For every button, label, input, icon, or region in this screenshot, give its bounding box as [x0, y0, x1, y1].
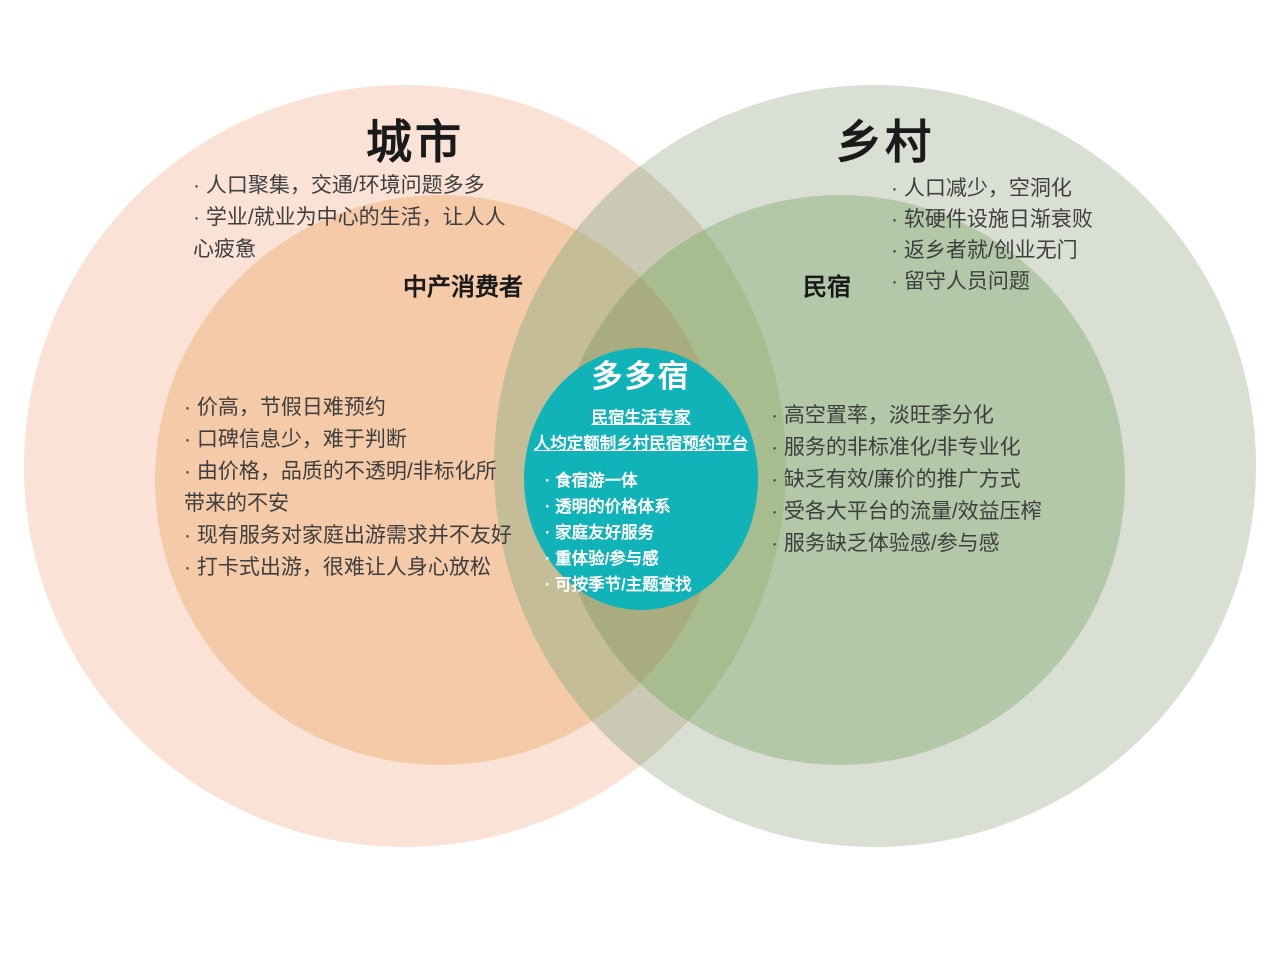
- village-issue-item: · 软硬件设施日渐衰败: [891, 208, 1093, 231]
- village-issue-item: · 返乡者就/创业无门: [891, 239, 1078, 262]
- duoduosu-feature-item: · 食宿游一体: [545, 472, 638, 490]
- duoduosu-feature-item: · 家庭友好服务: [545, 524, 655, 542]
- minshuku-painpoint-item: · 缺乏有效/廉价的推广方式: [771, 468, 1021, 491]
- minshuku-painpoints-list: · 高空置率，淡旺季分化 · 服务的非标准化/非专业化 · 缺乏有效/廉价的推广…: [771, 400, 1096, 560]
- consumer-zone-label: 中产消费者: [403, 274, 523, 301]
- consumer-painpoints-list: · 价高，节假日难预约 · 口碑信息少，难于判断 · 由价格，品质的不透明/非标…: [184, 392, 540, 584]
- duoduosu-feature-item: · 可按季节/主题查找: [545, 576, 692, 594]
- city-title: 城市: [366, 116, 464, 168]
- minshuku-on-city-overlap-region: [555, 195, 786, 765]
- village-issue-item: · 人口减少，空洞化: [891, 177, 1072, 200]
- village-title: 乡村: [836, 116, 934, 168]
- village-issues-list: · 人口减少，空洞化 · 软硬件设施日渐衰败 · 返乡者就/创业无门 · 留守人…: [891, 173, 1181, 297]
- consumer-painpoint-item: · 打卡式出游，很难让人身心放松: [184, 556, 491, 579]
- duoduosu-title: 多多宿: [591, 359, 691, 394]
- consumer-painpoint-item: · 现有服务对家庭出游需求并不友好: [184, 524, 512, 547]
- minshuku-painpoint-item: · 服务缺乏体验感/参与感: [771, 532, 1000, 555]
- consumer-painpoint-item: · 由价格，品质的不透明/非标化所: [184, 460, 497, 483]
- consumer-painpoint-item: · 口碑信息少，难于判断: [184, 428, 407, 451]
- minshuku-painpoint-item: · 高空置率，淡旺季分化: [771, 404, 994, 427]
- village-issue-item: · 留守人员问题: [891, 270, 1030, 293]
- duoduosu-feature-item: · 透明的价格体系: [545, 498, 671, 516]
- minshuku-zone-label: 民宿: [803, 274, 851, 301]
- duoduosu-feature-item: · 重体验/参与感: [545, 550, 659, 568]
- duoduosu-features-list: · 食宿游一体 · 透明的价格体系 · 家庭友好服务 · 重体验/参与感 · 可…: [524, 468, 758, 598]
- city-issue-item: · 人口聚集，交通/环境问题多多: [193, 174, 485, 197]
- duoduosu-content: 多多宿 民宿生活专家 人均定额制乡村民宿预约平台 · 食宿游一体 · 透明的价格…: [524, 351, 758, 598]
- city-issues-list: · 人口聚集，交通/环境问题多多 · 学业/就业为中心的生活，让人人 心疲惫: [193, 170, 538, 266]
- minshuku-painpoint-item: · 服务的非标准化/非专业化: [771, 436, 1021, 459]
- consumer-painpoint-item-wrap: 带来的不安: [184, 492, 289, 515]
- city-issue-item: · 学业/就业为中心的生活，让人人: [193, 206, 506, 229]
- duoduosu-center-circle: [524, 348, 758, 610]
- duoduosu-tagline: 人均定额制乡村民宿预约平台: [533, 435, 749, 453]
- consumer-painpoint-item: · 价高，节假日难预约: [184, 396, 386, 419]
- city-issue-item-wrap: 心疲惫: [193, 238, 256, 261]
- duoduosu-tagline: 民宿生活专家: [591, 409, 691, 427]
- minshuku-painpoint-item: · 受各大平台的流量/效益压榨: [771, 500, 1042, 523]
- consumer-on-village-overlap-region: [494, 195, 725, 765]
